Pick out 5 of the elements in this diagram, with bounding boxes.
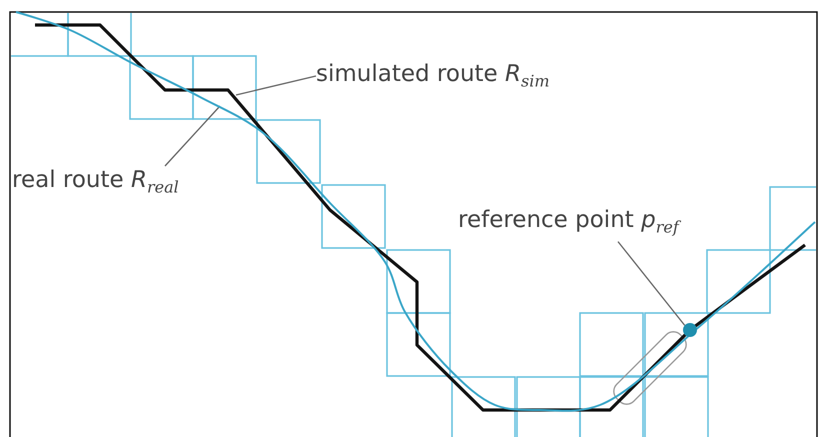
leader-line <box>236 75 316 96</box>
route-label: real route R$_{real}$ <box>12 167 179 193</box>
route-label: simulated route R$_{sim}$ <box>316 61 550 87</box>
leader-line <box>164 106 220 166</box>
leader-line <box>618 241 686 326</box>
